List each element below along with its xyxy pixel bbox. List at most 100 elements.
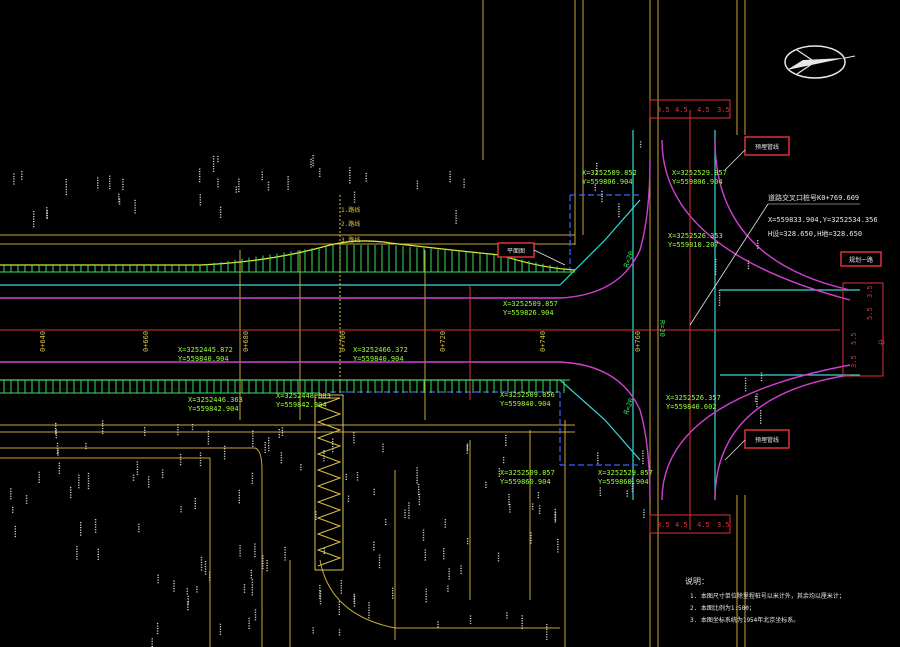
survey-mark-82 xyxy=(310,161,312,163)
callout-left[interactable]: 平面图 xyxy=(497,242,566,266)
survey-mark-403 xyxy=(280,457,283,459)
callout-right[interactable]: 规划一路 xyxy=(840,251,882,267)
survey-mark-363 xyxy=(56,452,59,454)
survey-mark-250 xyxy=(251,472,254,474)
survey-mark-304 xyxy=(315,516,317,518)
survey-mark-551 xyxy=(180,506,182,508)
survey-mark-470 xyxy=(87,480,90,482)
survey-mark-658 xyxy=(437,623,439,625)
survey-mark-569 xyxy=(173,583,175,585)
survey-mark-109 xyxy=(118,200,121,202)
svg-text:0+760: 0+760 xyxy=(634,331,642,352)
survey-mark-345 xyxy=(138,531,140,533)
survey-mark-413 xyxy=(530,539,532,542)
survey-mark-775 xyxy=(631,490,634,492)
svg-text:Y=559806.904: Y=559806.904 xyxy=(582,178,633,186)
survey-mark-97 xyxy=(449,181,451,183)
survey-mark-300 xyxy=(252,443,254,445)
survey-mark-14 xyxy=(199,171,201,173)
survey-mark-733 xyxy=(157,582,159,584)
survey-mark-483 xyxy=(498,470,500,472)
survey-mark-754 xyxy=(618,213,620,215)
survey-mark-662 xyxy=(546,628,548,631)
survey-mark-460 xyxy=(418,496,421,498)
survey-mark-348 xyxy=(509,508,511,511)
survey-mark-688 xyxy=(392,587,394,589)
survey-mark-531 xyxy=(378,557,381,559)
svg-text:X=3252445.872: X=3252445.872 xyxy=(178,346,233,354)
svg-text:3. 本图坐标系统为1954年北京坐标系。: 3. 本图坐标系统为1954年北京坐标系。 xyxy=(690,616,799,624)
survey-mark-442 xyxy=(332,448,334,450)
survey-mark-179 xyxy=(373,546,375,548)
survey-mark-228 xyxy=(416,477,418,479)
survey-mark-153 xyxy=(212,163,215,165)
survey-mark-395 xyxy=(199,452,202,454)
survey-mark-486 xyxy=(144,427,146,429)
survey-mark-249 xyxy=(177,434,179,436)
survey-mark-797 xyxy=(757,245,759,247)
survey-mark-221 xyxy=(14,530,16,533)
survey-mark-436 xyxy=(444,524,446,526)
callout-top-right[interactable]: 预埋管线 xyxy=(724,136,790,171)
survey-mark-113 xyxy=(134,204,136,206)
survey-mark-457 xyxy=(78,484,80,486)
survey-mark-502 xyxy=(264,449,266,451)
survey-mark-8 xyxy=(46,207,48,209)
survey-mark-56 xyxy=(463,181,465,183)
survey-mark-157 xyxy=(219,206,222,208)
survey-mark-191 xyxy=(466,543,469,545)
survey-mark-146 xyxy=(13,175,15,178)
survey-mark-591 xyxy=(319,587,321,589)
survey-mark-804 xyxy=(718,302,721,304)
survey-mark-17 xyxy=(199,178,201,180)
survey-mark-520 xyxy=(10,495,12,497)
survey-mark-35 xyxy=(33,218,35,220)
survey-mark-171 xyxy=(94,519,97,521)
svg-text:3.5: 3.5 xyxy=(866,285,874,298)
survey-mark-79 xyxy=(287,186,289,188)
svg-text:Y=559860.904: Y=559860.904 xyxy=(500,478,551,486)
survey-mark-626 xyxy=(469,615,472,617)
svg-text:R=20: R=20 xyxy=(622,250,635,269)
survey-mark-380 xyxy=(505,442,507,444)
survey-mark-508 xyxy=(179,464,182,466)
survey-mark-432 xyxy=(97,556,99,558)
survey-mark-89 xyxy=(199,196,201,198)
svg-text:0+660: 0+660 xyxy=(142,331,150,352)
survey-mark-61 xyxy=(261,176,263,178)
survey-mark-656 xyxy=(156,632,159,635)
survey-mark-245 xyxy=(177,424,179,426)
callout-right-text: 规划一路 xyxy=(849,256,873,264)
survey-mark-394 xyxy=(25,502,28,504)
callout-bottom-right[interactable]: 预埋管线 xyxy=(724,429,790,461)
survey-mark-103 xyxy=(238,191,240,193)
survey-mark-784 xyxy=(747,260,750,262)
survey-mark-135 xyxy=(109,183,111,185)
survey-mark-37 xyxy=(33,223,35,225)
survey-mark-170 xyxy=(502,462,505,464)
survey-mark-118 xyxy=(455,212,457,214)
survey-mark-31 xyxy=(267,189,270,191)
survey-mark-83 xyxy=(310,163,312,165)
survey-mark-370 xyxy=(191,426,194,428)
svg-text:Y=559860.904: Y=559860.904 xyxy=(598,478,649,486)
survey-mark-712 xyxy=(251,594,254,596)
survey-mark-794 xyxy=(715,273,717,275)
survey-mark-767 xyxy=(597,457,599,459)
survey-mark-558 xyxy=(531,503,534,505)
survey-mark-172 xyxy=(94,521,97,523)
svg-text:2. 本图比例为1:500；: 2. 本图比例为1:500； xyxy=(690,604,755,612)
survey-mark-614 xyxy=(254,609,257,611)
survey-mark-603 xyxy=(425,591,427,593)
survey-mark-397 xyxy=(199,457,202,459)
survey-mark-469 xyxy=(87,477,90,480)
survey-mark-224 xyxy=(416,467,418,469)
survey-mark-491 xyxy=(200,559,203,561)
survey-mark-368 xyxy=(147,486,150,488)
survey-mark-509 xyxy=(323,450,325,452)
survey-mark-649 xyxy=(353,600,356,602)
survey-mark-744 xyxy=(596,167,598,169)
survey-mark-428 xyxy=(161,476,164,479)
survey-mark-683 xyxy=(219,623,222,625)
